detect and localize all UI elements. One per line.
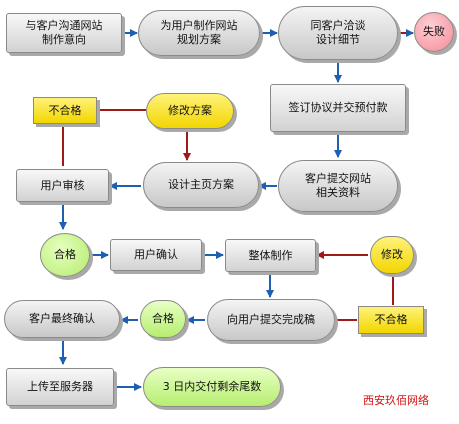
modify-label: 修改: [381, 248, 403, 261]
whole-make-label: 整体制作: [248, 248, 293, 262]
final-confirm-step: 客户最终确认: [4, 300, 120, 338]
reject-label-2: 不合格: [374, 313, 408, 326]
pay-balance-label: 3 日内交付剩余尾数: [162, 380, 262, 393]
pass-label-1: 合格: [54, 248, 76, 261]
sign-contract-step: 签订协议并交预付款: [270, 84, 406, 132]
communicate-intent-step: 与客户沟通网站 制作意向: [6, 13, 122, 53]
submit-material-label: 客户提交网站 相关资料: [305, 172, 371, 199]
reject-node-1: 不合格: [33, 97, 97, 124]
submit-done-step: 向用户提交完成稿: [207, 299, 335, 341]
design-home-label: 设计主页方案: [168, 178, 234, 191]
fail-label: 失败: [423, 25, 445, 38]
upload-server-label: 上传至服务器: [27, 380, 93, 393]
discuss-details-label: 同客户洽谈 设计细节: [310, 19, 366, 46]
pass-node-1: 合格: [40, 233, 90, 277]
discuss-details-step: 同客户洽谈 设计细节: [278, 6, 398, 60]
watermark-text: 西安玖佰网络: [363, 394, 429, 407]
user-review-label: 用户审核: [40, 178, 85, 192]
design-home-step: 设计主页方案: [143, 162, 259, 208]
upload-server-step: 上传至服务器: [6, 368, 114, 406]
reject-node-2: 不合格: [358, 306, 424, 334]
communicate-intent-label: 与客户沟通网站 制作意向: [25, 19, 103, 46]
pass-node-2: 合格: [140, 300, 186, 338]
modify-node: 修改: [370, 236, 414, 274]
pay-balance-node: 3 日内交付剩余尾数: [143, 367, 281, 407]
modify-plan-label: 修改方案: [168, 104, 212, 117]
reject-label-1: 不合格: [48, 103, 82, 117]
submit-material-step: 客户提交网站 相关资料: [278, 160, 398, 212]
whole-make-step: 整体制作: [225, 239, 316, 272]
submit-done-label: 向用户提交完成稿: [227, 313, 315, 326]
sign-contract-label: 签订协议并交预付款: [288, 101, 388, 114]
modify-plan-node: 修改方案: [146, 93, 234, 129]
user-confirm-step: 用户确认: [110, 239, 202, 271]
plan-proposal-step: 为用户制作网站 规划方案: [138, 10, 260, 56]
user-confirm-label: 用户确认: [134, 248, 178, 261]
plan-proposal-label: 为用户制作网站 规划方案: [160, 19, 238, 46]
pass-label-2: 合格: [152, 312, 174, 325]
final-confirm-label: 客户最终确认: [29, 312, 95, 325]
user-review-step: 用户审核: [16, 169, 109, 202]
fail-node: 失败: [414, 12, 454, 52]
